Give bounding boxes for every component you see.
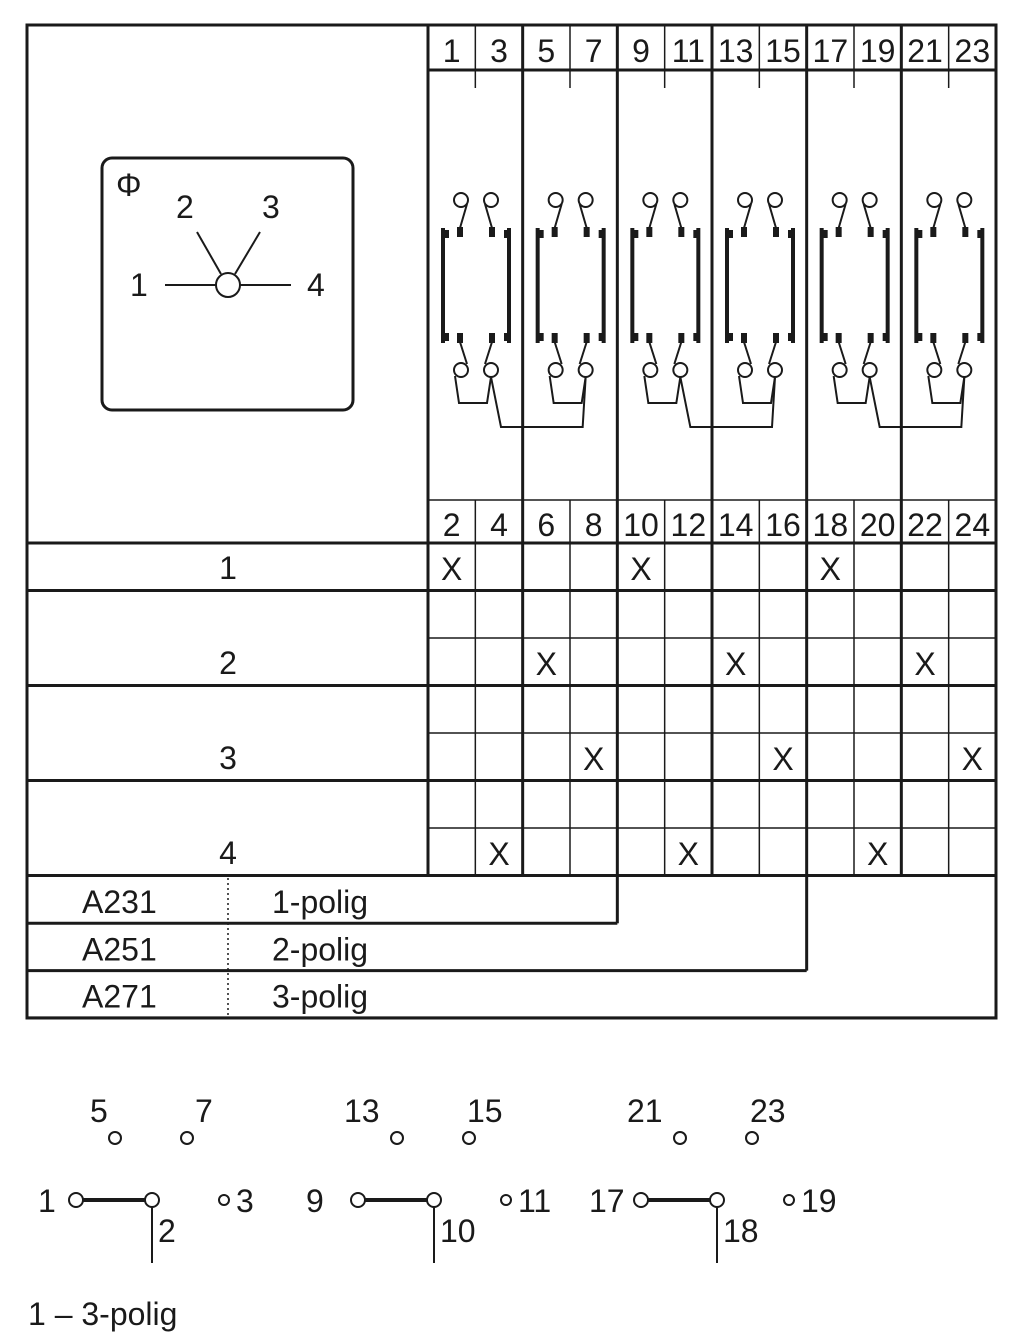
schematic-group: 13 15 9 10 11	[306, 1093, 551, 1263]
contact-deck-icon	[819, 192, 966, 428]
variant-code: A231	[82, 884, 157, 920]
bottom-terminal-label: 18	[813, 507, 849, 543]
position-label-1: 1	[130, 267, 148, 303]
position-label-3: 3	[262, 189, 280, 225]
contact-closed-mark: X	[678, 836, 699, 872]
bottom-terminal-label: 14	[718, 507, 754, 543]
terminal-label: 23	[750, 1093, 786, 1129]
terminal-label: 7	[195, 1093, 213, 1129]
contact-closed-mark: X	[867, 836, 888, 872]
contact-deck-icon	[725, 192, 795, 404]
top-terminal-label: 21	[907, 33, 943, 69]
contact-closed-mark: X	[488, 836, 509, 872]
variant-label: 1-polig	[272, 884, 368, 920]
position-row-label: 2	[219, 645, 237, 681]
terminal-label: 10	[440, 1213, 476, 1249]
top-terminal-label: 23	[955, 33, 991, 69]
bottom-terminal-label: 12	[671, 507, 707, 543]
contact-deck-icon	[441, 192, 587, 428]
position-row-label: 3	[219, 740, 237, 776]
position-row-label: 1	[219, 550, 237, 586]
bottom-terminal-label: 2	[443, 507, 461, 543]
contact-closed-mark: X	[725, 646, 746, 682]
contact-deck-icon	[630, 192, 776, 428]
contact-deck-icon	[535, 192, 606, 404]
terminal-label: 21	[627, 1093, 663, 1129]
contact-closed-mark: X	[441, 551, 462, 587]
position-label-4: 4	[307, 267, 325, 303]
top-terminal-label: 11	[672, 33, 705, 69]
top-terminal-label: 3	[490, 33, 508, 69]
terminal-label: 19	[801, 1183, 837, 1219]
contact-icon	[350, 1131, 512, 1263]
schematic-caption: 1 – 3-polig	[28, 1296, 177, 1332]
schematic-group: 21 23 17 18 19	[589, 1093, 837, 1263]
terminal-label: 15	[467, 1093, 503, 1129]
bottom-terminal-label: 16	[765, 507, 801, 543]
top-terminal-label: 1	[443, 33, 461, 69]
schematic-group: 5 7 1 2 3	[38, 1093, 254, 1263]
terminal-label: 11	[518, 1183, 551, 1219]
symbol-frame	[100, 156, 355, 412]
terminal-label: 1	[38, 1183, 56, 1219]
bottom-terminal-label: 24	[955, 507, 991, 543]
top-terminal-label: 15	[765, 33, 801, 69]
contact-closed-mark: X	[962, 741, 983, 777]
contact-deck-icon	[914, 192, 985, 404]
variant-label: 3-polig	[272, 979, 368, 1015]
top-terminal-label: 17	[813, 33, 849, 69]
phase-symbol: Φ	[116, 167, 142, 203]
contact-closed-mark: X	[914, 646, 935, 682]
bottom-terminal-label: 22	[907, 507, 943, 543]
top-terminal-label: 19	[860, 33, 896, 69]
bottom-terminal-label: 8	[585, 507, 603, 543]
contact-closed-mark: X	[536, 646, 557, 682]
contact-closed-mark: X	[820, 551, 841, 587]
terminal-label: 5	[90, 1093, 108, 1129]
terminal-label: 18	[723, 1213, 759, 1249]
position-row-label: 4	[219, 835, 237, 871]
terminal-label: 13	[344, 1093, 380, 1129]
top-terminal-label: 9	[632, 33, 650, 69]
variant-code: A251	[82, 931, 157, 967]
bottom-terminal-label: 20	[860, 507, 896, 543]
variant-code: A271	[82, 979, 157, 1015]
terminal-label: 9	[306, 1183, 324, 1219]
top-terminal-label: 5	[537, 33, 555, 69]
table-frame	[25, 23, 998, 1020]
position-symbol: Φ 2 3 1 4	[100, 156, 355, 412]
terminal-label: 2	[158, 1213, 176, 1249]
bottom-terminal-label: 4	[490, 507, 508, 543]
contact-closed-mark: X	[583, 741, 604, 777]
contact-icon	[68, 1131, 230, 1263]
top-terminal-label: 7	[585, 33, 603, 69]
contact-closed-mark: X	[630, 551, 651, 587]
bottom-terminal-label: 10	[623, 507, 659, 543]
position-label-2: 2	[176, 189, 194, 225]
variant-label: 2-polig	[272, 931, 368, 967]
bottom-terminal-label: 6	[537, 507, 555, 543]
terminal-label: 17	[589, 1183, 625, 1219]
terminal-label: 3	[236, 1183, 254, 1219]
contact-icon	[633, 1131, 795, 1263]
top-terminal-label: 13	[718, 33, 754, 69]
contact-closed-mark: X	[772, 741, 793, 777]
selector-knob-icon	[165, 231, 291, 298]
